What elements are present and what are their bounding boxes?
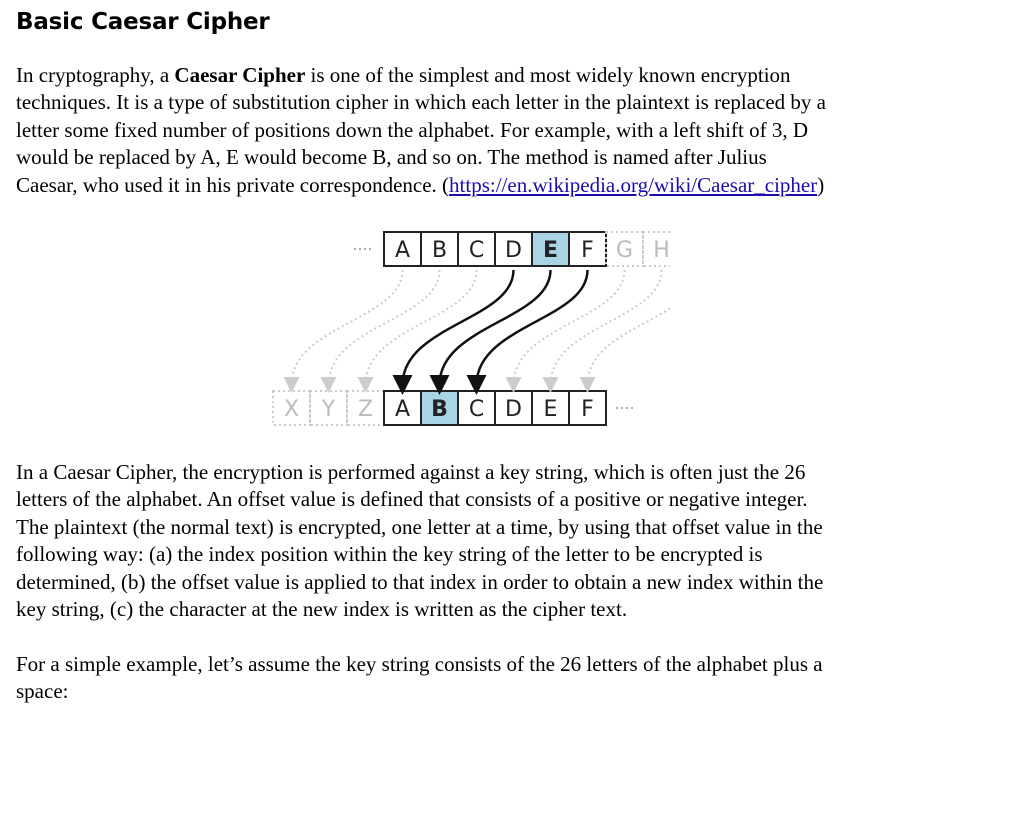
- top-letter: A: [395, 238, 410, 263]
- faded-shift-arrow: [283, 269, 404, 393]
- intro-line-4: would be replaced by A, E would become B…: [16, 145, 767, 170]
- page-title: Basic Caesar Cipher: [16, 9, 270, 35]
- faded-letter-box: [346, 390, 385, 426]
- shift-arrow: [392, 269, 515, 395]
- intro-text: is one of the simplest and most widely k…: [305, 63, 791, 87]
- intro-text: ): [817, 172, 825, 197]
- faded-bottom-letter: Z: [358, 397, 373, 422]
- faded-shift-arrow: [542, 269, 663, 393]
- faded-letter-box: [272, 390, 311, 426]
- bottom-letter: B: [431, 397, 448, 422]
- shift-arrows: [283, 269, 670, 395]
- top-letter: D: [505, 238, 522, 263]
- faded-shift-arrow: [579, 307, 670, 393]
- faded-shift-arrow: [357, 269, 478, 393]
- encryption-paragraph: In a Caesar Cipher, the encryption is pe…: [16, 459, 1001, 623]
- bottom-letter-box: [457, 390, 496, 426]
- para2-line-4: following way: (a) the index position wi…: [16, 542, 763, 567]
- faded-letter-box: [642, 231, 670, 267]
- bottom-letter: F: [581, 397, 594, 422]
- faded-top-letter: G: [616, 238, 633, 263]
- shift-arrow: [466, 269, 589, 395]
- top-letter-box: [531, 231, 570, 267]
- para2-line-3: The plaintext (the normal text) is encry…: [16, 514, 823, 539]
- faded-letter-box: [605, 231, 644, 267]
- faded-bottom-letter: Y: [321, 397, 336, 422]
- para2-line-1: In a Caesar Cipher, the encryption is pe…: [16, 460, 806, 484]
- faded-top-letter: H: [653, 238, 670, 263]
- top-letter: E: [543, 238, 558, 263]
- bottom-letter: E: [544, 397, 558, 422]
- top-letter: B: [432, 238, 447, 263]
- intro-text: In cryptography, a: [16, 63, 175, 87]
- intro-text: Caesar, who used it in his private corre…: [16, 172, 450, 197]
- para3-line-1: For a simple example, let’s assume the k…: [16, 652, 823, 676]
- top-letter: C: [469, 238, 484, 263]
- intro-paragraph: In cryptography, a Caesar Cipher is one …: [16, 62, 1001, 199]
- faded-letter-box: [309, 390, 348, 426]
- caesar-cipher-bold: Caesar Cipher: [174, 63, 306, 87]
- top-letter-box: [383, 231, 422, 267]
- para2-line-5: determined, (b) the offset value is appl…: [16, 569, 824, 594]
- wikipedia-link[interactable]: https://en.wikipedia.org/wiki/Caesar_cip…: [449, 172, 818, 197]
- intro-line-3: letter some fixed number of positions do…: [16, 117, 808, 142]
- para3-line-2: space:: [16, 679, 69, 704]
- top-alphabet-row: ABCDEFGHI: [354, 231, 670, 267]
- top-letter: F: [581, 238, 594, 263]
- para2-line-6: key string, (c) the character at the new…: [16, 597, 628, 622]
- faded-shift-arrow: [505, 269, 626, 393]
- faded-bottom-letter: X: [284, 397, 299, 422]
- bottom-letter: C: [469, 397, 484, 422]
- faded-shift-arrow: [320, 269, 441, 393]
- top-letter-box: [494, 231, 533, 267]
- bottom-letter: D: [505, 397, 522, 422]
- para2-line-2: letters of the alphabet. An offset value…: [16, 487, 808, 512]
- shift-arrow: [429, 269, 552, 395]
- bottom-letter: A: [395, 397, 410, 422]
- example-paragraph: For a simple example, let’s assume the k…: [16, 651, 1001, 706]
- intro-line-5: Caesar, who used it in his private corre…: [16, 172, 1001, 199]
- intro-line-1: In cryptography, a Caesar Cipher is one …: [16, 62, 1001, 89]
- intro-line-2: techniques. It is a type of substitution…: [16, 90, 827, 115]
